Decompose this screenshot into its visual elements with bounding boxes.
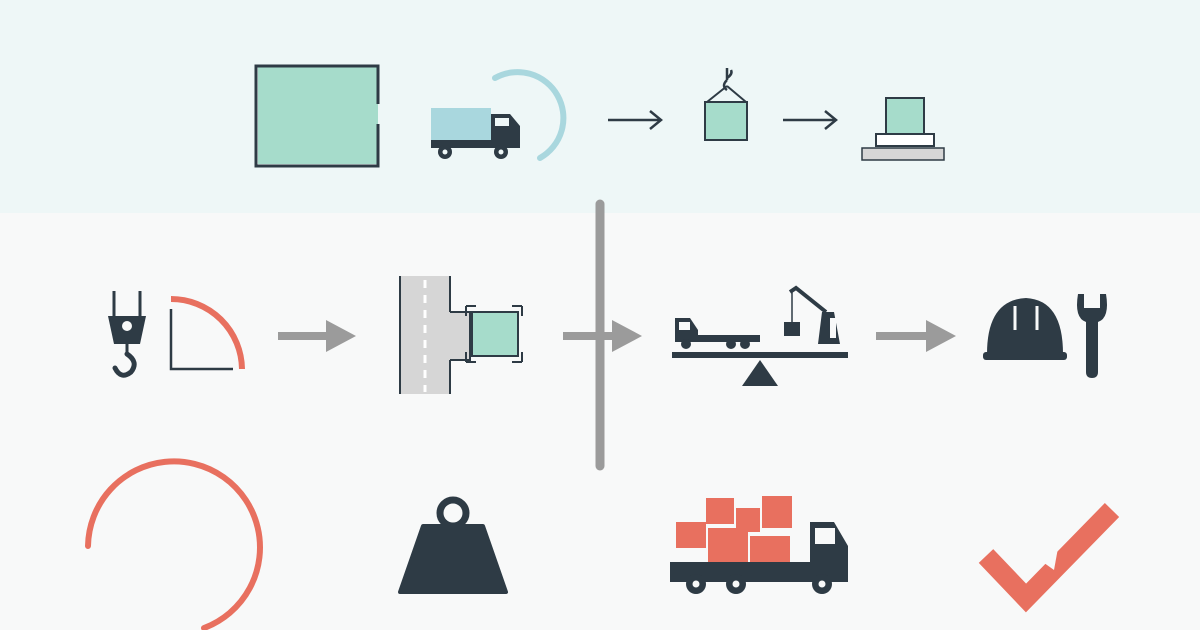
flatbed-truck-icon [675,318,760,349]
right-arrow-icon [783,110,838,130]
checkmark-icon [978,503,1120,613]
swing-radius-icon [169,296,245,371]
seesaw-balance-icon [672,352,848,386]
right-arrow-icon [278,320,356,352]
wrench-icon [1077,294,1107,378]
delivery-truck-icon [431,69,567,161]
mobile-crane-icon [784,285,840,344]
site-plan-square-icon [254,64,380,168]
kettlebell-weight-icon [398,496,508,594]
hoisted-load-icon [704,68,748,141]
load-on-platform-icon [861,97,945,161]
top-band [0,0,1200,213]
crane-hook-icon [108,291,146,378]
open-circle-icon [85,458,263,630]
road-access-icon [399,276,523,394]
hard-hat-icon [983,298,1067,360]
right-arrow-icon [563,320,642,352]
right-arrow-icon [608,110,663,130]
right-arrow-icon [876,320,956,352]
cargo-truck-icon [670,496,848,594]
